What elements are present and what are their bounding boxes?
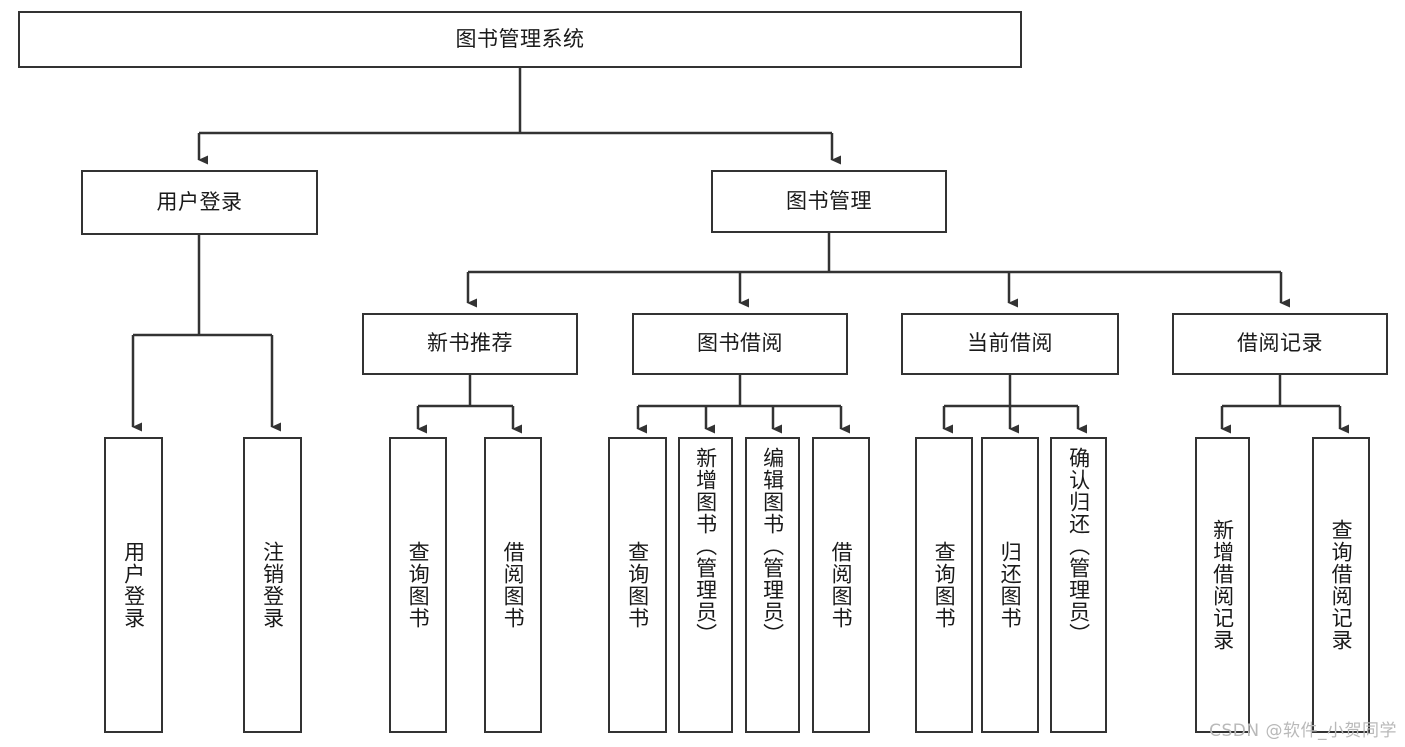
node-leaf-current-confirm-return-admin[interactable]: 确认归还（管理员）	[1050, 437, 1107, 733]
node-leaf-current-return-book[interactable]: 归还图书	[981, 437, 1039, 733]
node-leaf-record-add-record[interactable]: 新增借阅记录	[1195, 437, 1250, 733]
node-book-borrow[interactable]: 图书借阅	[632, 313, 848, 375]
node-label: 查询借阅记录	[1329, 519, 1354, 651]
node-label: 图书借阅	[697, 331, 783, 356]
node-label: 查询图书	[932, 541, 957, 629]
node-root-book-management-system[interactable]: 图书管理系统	[18, 11, 1022, 68]
node-label: 图书管理系统	[455, 26, 585, 51]
node-leaf-borrow-borrow-book[interactable]: 借阅图书	[812, 437, 870, 733]
node-leaf-user-login-login[interactable]: 用户登录	[104, 437, 163, 733]
node-label: 借阅图书	[501, 541, 526, 629]
node-label: 查询图书	[625, 541, 650, 629]
node-leaf-new-book-borrow[interactable]: 借阅图书	[484, 437, 542, 733]
node-leaf-borrow-query-book[interactable]: 查询图书	[608, 437, 667, 733]
node-label: 用户登录	[156, 189, 243, 214]
node-label: 注销登录	[260, 541, 285, 629]
node-label: 编辑图书（管理员）	[760, 447, 785, 645]
node-label: 用户登录	[121, 541, 146, 629]
node-leaf-borrow-edit-book-admin[interactable]: 编辑图书（管理员）	[745, 437, 800, 733]
node-new-book-recommend[interactable]: 新书推荐	[362, 313, 578, 375]
node-leaf-current-query-book[interactable]: 查询图书	[915, 437, 973, 733]
node-leaf-user-login-logout[interactable]: 注销登录	[243, 437, 302, 733]
node-borrow-record[interactable]: 借阅记录	[1172, 313, 1388, 375]
node-book-management[interactable]: 图书管理	[711, 170, 947, 233]
node-leaf-new-book-query[interactable]: 查询图书	[389, 437, 447, 733]
node-label: 新增图书（管理员）	[693, 447, 718, 645]
node-label: 查询图书	[406, 541, 431, 629]
node-leaf-record-query-record[interactable]: 查询借阅记录	[1312, 437, 1370, 733]
node-label: 新增借阅记录	[1210, 519, 1235, 651]
node-label: 图书管理	[786, 188, 872, 213]
node-user-login[interactable]: 用户登录	[81, 170, 318, 235]
node-current-borrow[interactable]: 当前借阅	[901, 313, 1119, 375]
node-label: 当前借阅	[967, 331, 1053, 356]
node-label: 新书推荐	[427, 331, 513, 356]
node-leaf-borrow-add-book-admin[interactable]: 新增图书（管理员）	[678, 437, 733, 733]
node-label: 归还图书	[998, 541, 1023, 629]
node-label: 确认归还（管理员）	[1066, 447, 1091, 645]
node-label: 借阅图书	[829, 541, 854, 629]
node-label: 借阅记录	[1237, 331, 1323, 356]
